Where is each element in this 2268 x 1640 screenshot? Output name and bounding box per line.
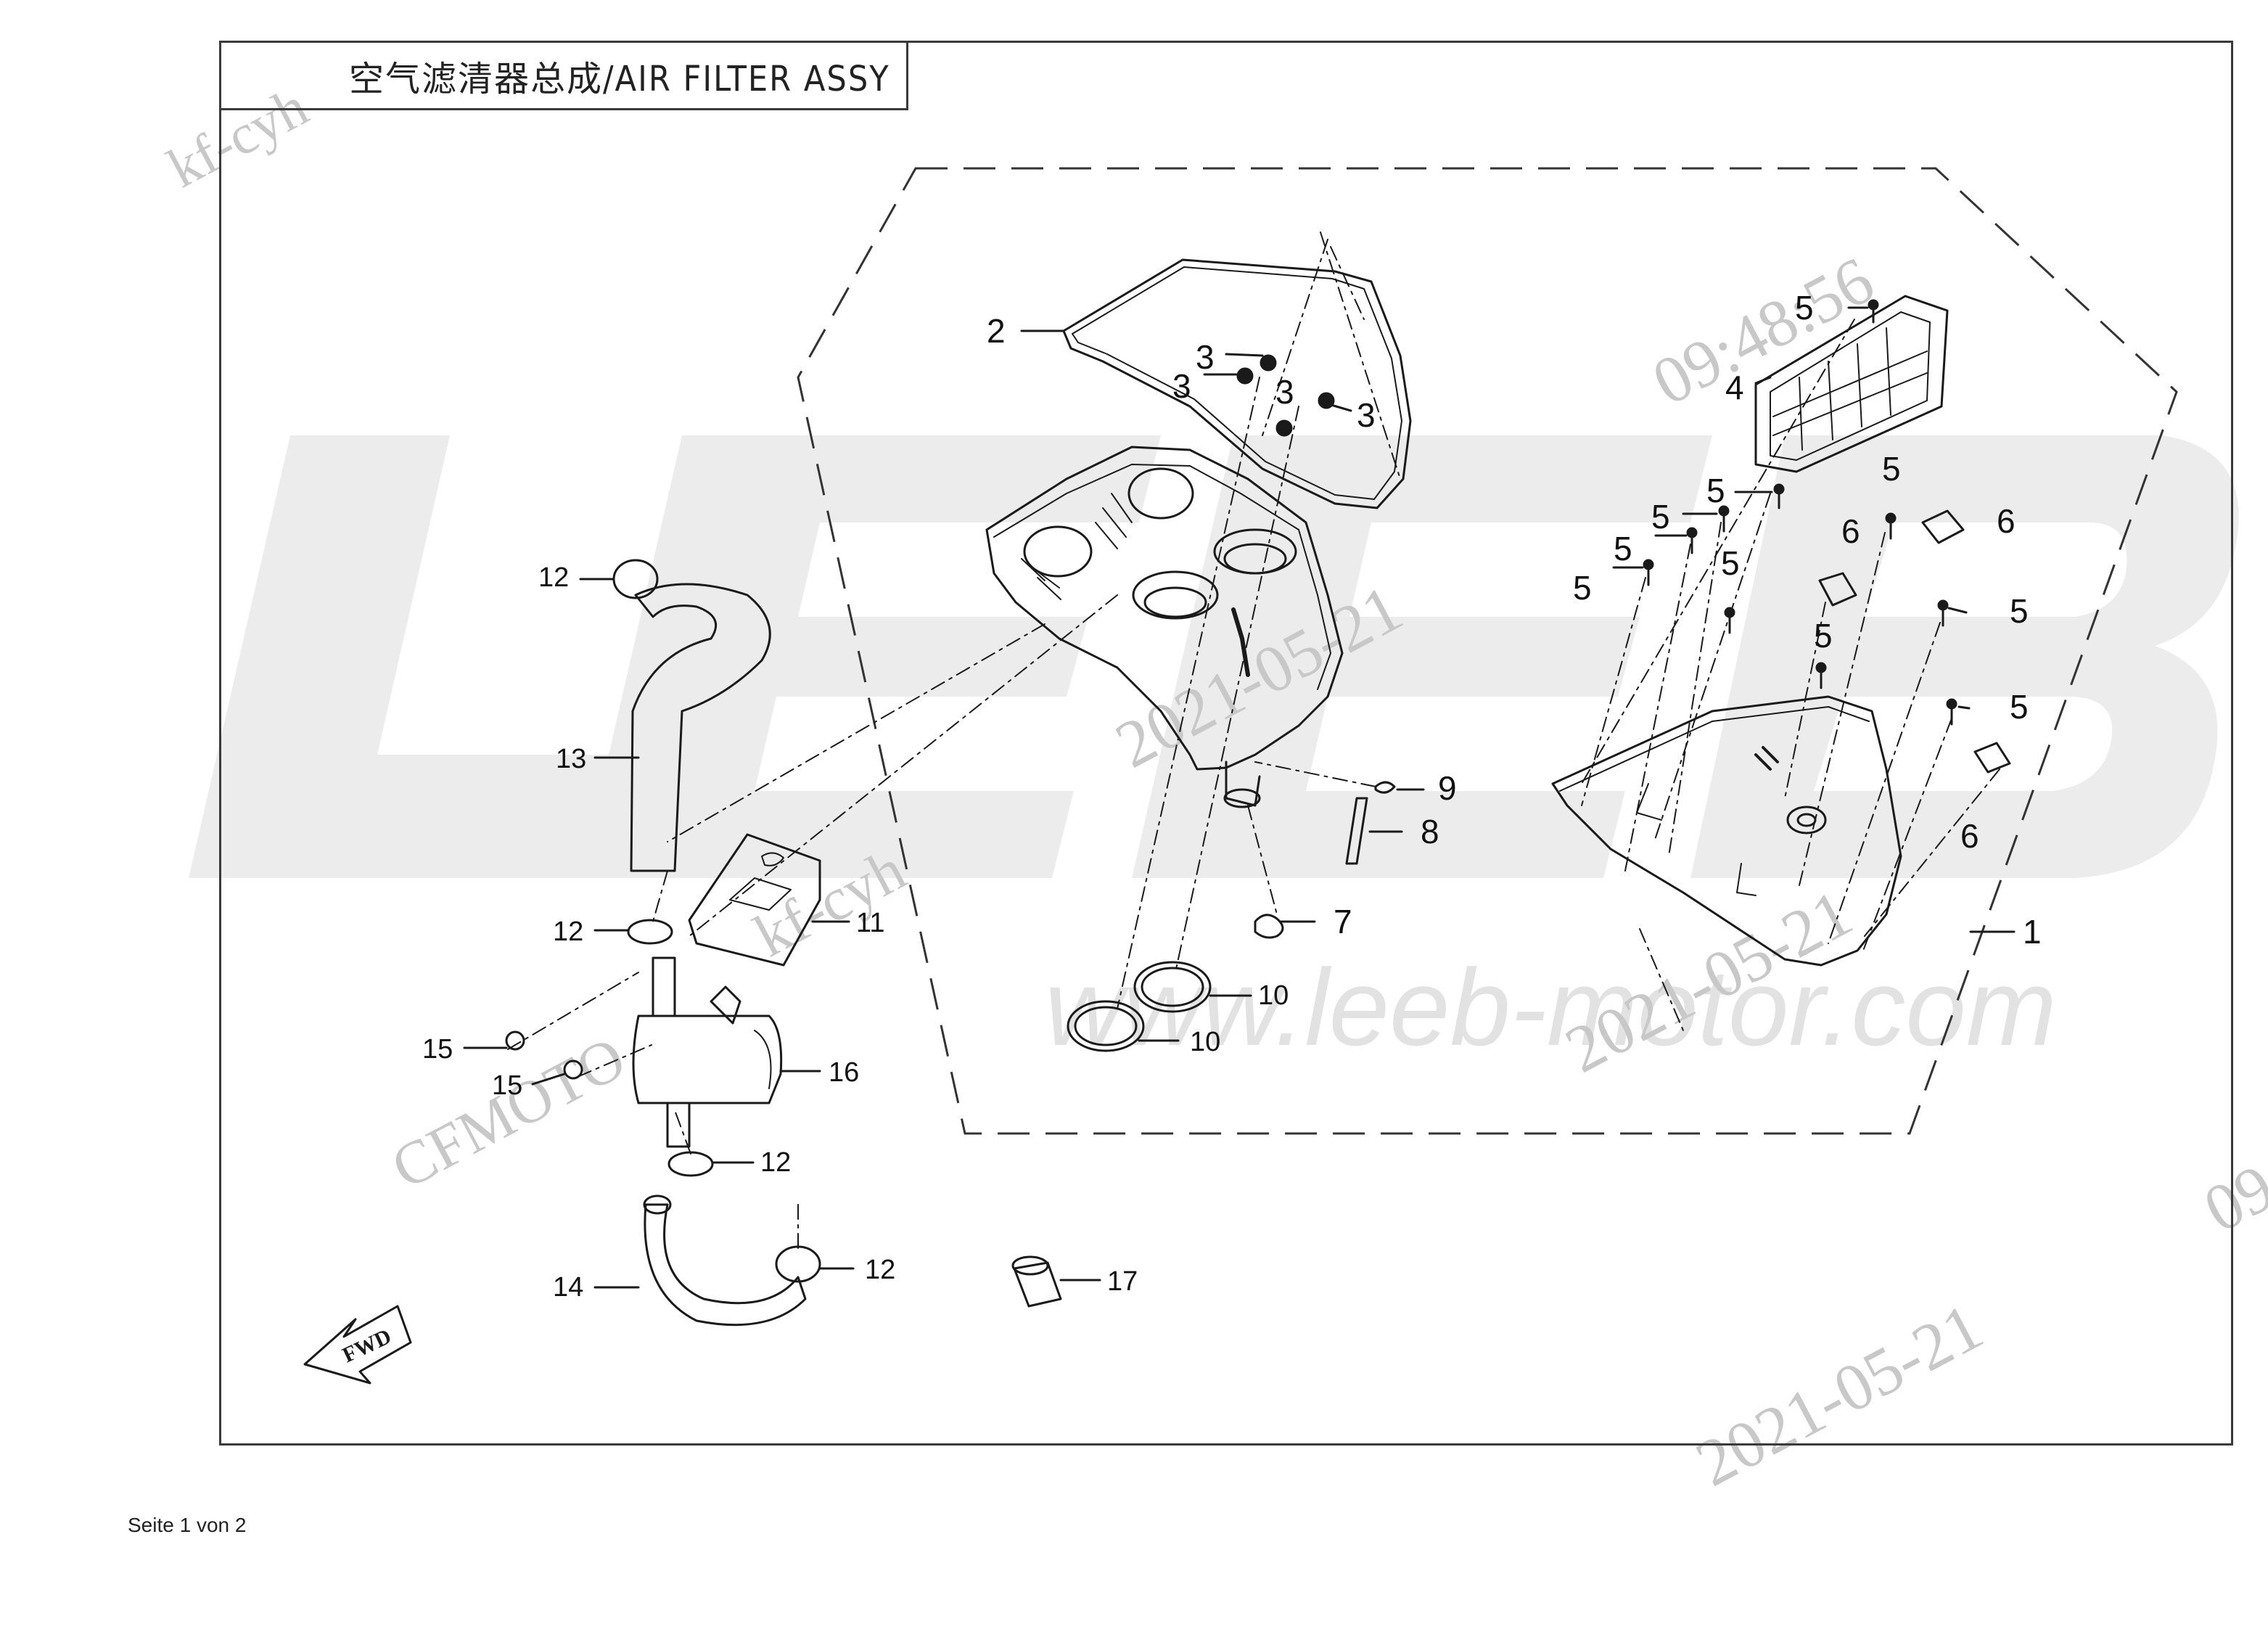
callout-9: 9 (1438, 769, 1457, 807)
callout-2: 2 (987, 312, 1006, 350)
part-2-gasket (1062, 258, 1412, 509)
callout-14: 14 (553, 1272, 583, 1303)
callouts: 1 2 3 3 3 3 4 5 5 5 5 5 5 5 5 5 5 6 6 6 … (422, 289, 2042, 1303)
part-14-hose (644, 1203, 807, 1327)
part-15-screws (505, 1030, 583, 1080)
callout-5g: 5 (1814, 617, 1833, 655)
callout-12c: 12 (760, 1147, 791, 1178)
callout-3b: 3 (1172, 367, 1191, 405)
callout-1: 1 (2023, 913, 2042, 951)
callout-5d: 5 (1614, 530, 1632, 567)
part-16-valve (632, 956, 783, 1148)
callout-5b: 5 (1706, 472, 1725, 509)
callout-5j: 5 (2010, 688, 2029, 726)
callout-5a: 5 (1795, 289, 1814, 327)
drawing-frame (219, 41, 2233, 1446)
fwd-arrow-icon (303, 1305, 412, 1385)
callout-13: 13 (556, 744, 586, 774)
callout-7: 7 (1334, 903, 1352, 940)
airbox-upper (985, 446, 1344, 808)
url-watermark: www.leeb-motor.com (1045, 946, 2057, 1068)
part-7-clip (1254, 914, 1284, 939)
callout-3a: 3 (1196, 338, 1215, 376)
callout-6c: 6 (1960, 817, 1979, 855)
part-17-sleeve (1011, 1255, 1062, 1308)
callout-5i: 5 (2010, 592, 2029, 630)
part-8-drain-tube (1345, 797, 1368, 865)
part-5-screws (1643, 299, 1957, 726)
part-1-airbox-base (1551, 695, 1902, 967)
part-11-bracket (688, 833, 821, 967)
part-9-clamp (1374, 781, 1396, 794)
callout-leaders (463, 306, 2016, 1289)
callout-6b: 6 (1997, 502, 2016, 540)
drawing-title: 空气滤清器总成/AIR FILTER ASSY (349, 59, 890, 99)
part-2-gasket-inner (1072, 266, 1402, 500)
callout-12b: 12 (553, 917, 583, 947)
callout-15b: 15 (492, 1070, 522, 1101)
assembly-dashed-outline (797, 167, 2178, 1135)
callout-15a: 15 (422, 1034, 453, 1065)
alignment-lines (507, 231, 2000, 1249)
callout-3d: 3 (1357, 396, 1376, 434)
callout-17: 17 (1107, 1266, 1138, 1297)
part-4-filter-element (1754, 295, 1949, 473)
page-footer: Seite 1 von 2 (128, 1514, 247, 1536)
callout-10b: 10 (1190, 1027, 1220, 1057)
callout-3c: 3 (1275, 373, 1294, 411)
part-10-band-clamps (1067, 961, 1212, 1052)
callout-12a: 12 (538, 562, 569, 593)
callout-5e: 5 (1573, 569, 1592, 607)
callout-12d: 12 (865, 1255, 895, 1285)
callout-11: 11 (856, 908, 884, 938)
part-6-grommets (1818, 509, 2011, 774)
brand-watermark (189, 435, 2239, 878)
callout-10a: 10 (1258, 980, 1289, 1011)
callout-5c: 5 (1651, 498, 1670, 536)
callout-6a: 6 (1841, 512, 1860, 550)
callout-16: 16 (829, 1057, 859, 1088)
title-block: 空气滤清器总成/AIR FILTER ASSY (219, 41, 908, 110)
callout-5h: 5 (1882, 450, 1901, 488)
part-13-hose (630, 583, 771, 872)
callout-5f: 5 (1721, 544, 1740, 582)
callout-4: 4 (1725, 369, 1744, 406)
callout-8: 8 (1421, 813, 1439, 850)
